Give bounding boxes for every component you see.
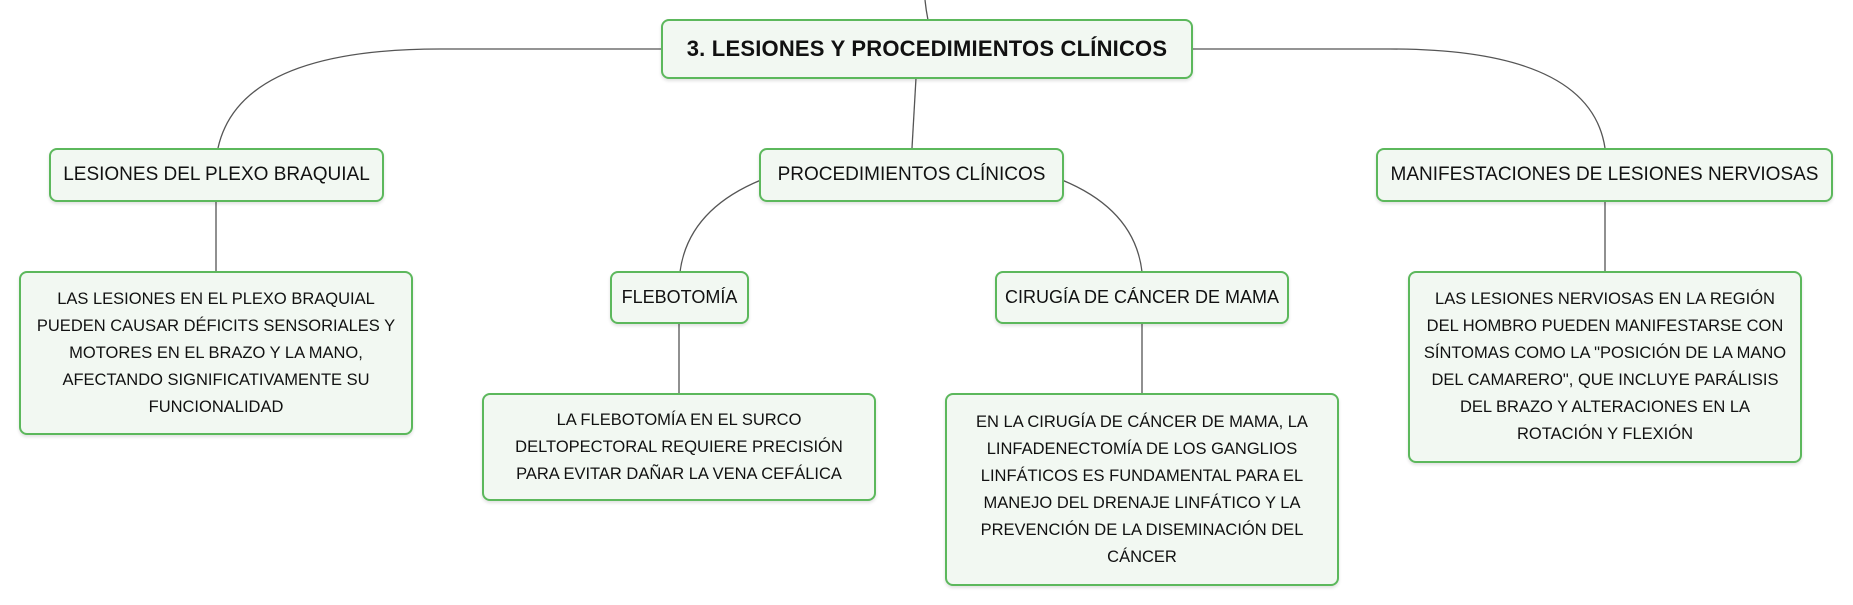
child-node-label: FLEBOTOMÍA — [621, 287, 738, 307]
connector-root-parent — [924, 0, 929, 21]
branch-node-label: LESIONES DEL PLEXO BRAQUIAL — [63, 164, 370, 185]
child-node-cirugia-cancer-mama[interactable]: CIRUGÍA DE CÁNCER DE MAMA — [995, 271, 1289, 324]
detail-node-text: EN LA CIRUGÍA DE CÁNCER DE MAMA, LA LINF… — [976, 412, 1308, 566]
branch-node-label: MANIFESTACIONES DE LESIONES NERVIOSAS — [1390, 164, 1819, 185]
detail-node-flebotomia[interactable]: LA FLEBOTOMÍA EN EL SURCO DELTOPECTORAL … — [482, 393, 876, 501]
detail-node-text: LAS LESIONES NERVIOSAS EN LA REGIÓN DEL … — [1423, 290, 1787, 443]
connector-procedimientos-to-cirugia — [1061, 179, 1143, 273]
detail-node-text: LAS LESIONES EN EL PLEXO BRAQUIAL PUEDEN… — [36, 289, 396, 416]
child-node-label: CIRUGÍA DE CÁNCER DE MAMA — [1004, 287, 1280, 307]
connector-root-to-procedimientos — [911, 77, 917, 149]
detail-node-plexo-braquial[interactable]: LAS LESIONES EN EL PLEXO BRAQUIAL PUEDEN… — [19, 271, 413, 435]
root-node-label: 3. LESIONES Y PROCEDIMIENTOS CLÍNICOS — [686, 36, 1168, 61]
detail-node-text: LA FLEBOTOMÍA EN EL SURCO DELTOPECTORAL … — [515, 410, 843, 483]
branch-node-manifestaciones[interactable]: MANIFESTACIONES DE LESIONES NERVIOSAS — [1376, 148, 1833, 202]
branch-node-procedimientos-clinicos[interactable]: PROCEDIMIENTOS CLÍNICOS — [759, 148, 1064, 202]
detail-node-manifestaciones[interactable]: LAS LESIONES NERVIOSAS EN LA REGIÓN DEL … — [1408, 271, 1802, 463]
child-node-flebotomia[interactable]: FLEBOTOMÍA — [610, 271, 749, 324]
detail-node-cirugia-cancer-mama[interactable]: EN LA CIRUGÍA DE CÁNCER DE MAMA, LA LINF… — [945, 393, 1339, 586]
connector-root-to-plexo — [217, 48, 662, 149]
connector-root-to-manifestaciones — [1190, 48, 1606, 149]
branch-node-label: PROCEDIMIENTOS CLÍNICOS — [777, 164, 1046, 185]
connector-procedimientos-to-flebotomia — [679, 179, 762, 273]
branch-node-plexo-braquial[interactable]: LESIONES DEL PLEXO BRAQUIAL — [49, 148, 384, 202]
root-node[interactable]: 3. LESIONES Y PROCEDIMIENTOS CLÍNICOS — [661, 19, 1193, 79]
